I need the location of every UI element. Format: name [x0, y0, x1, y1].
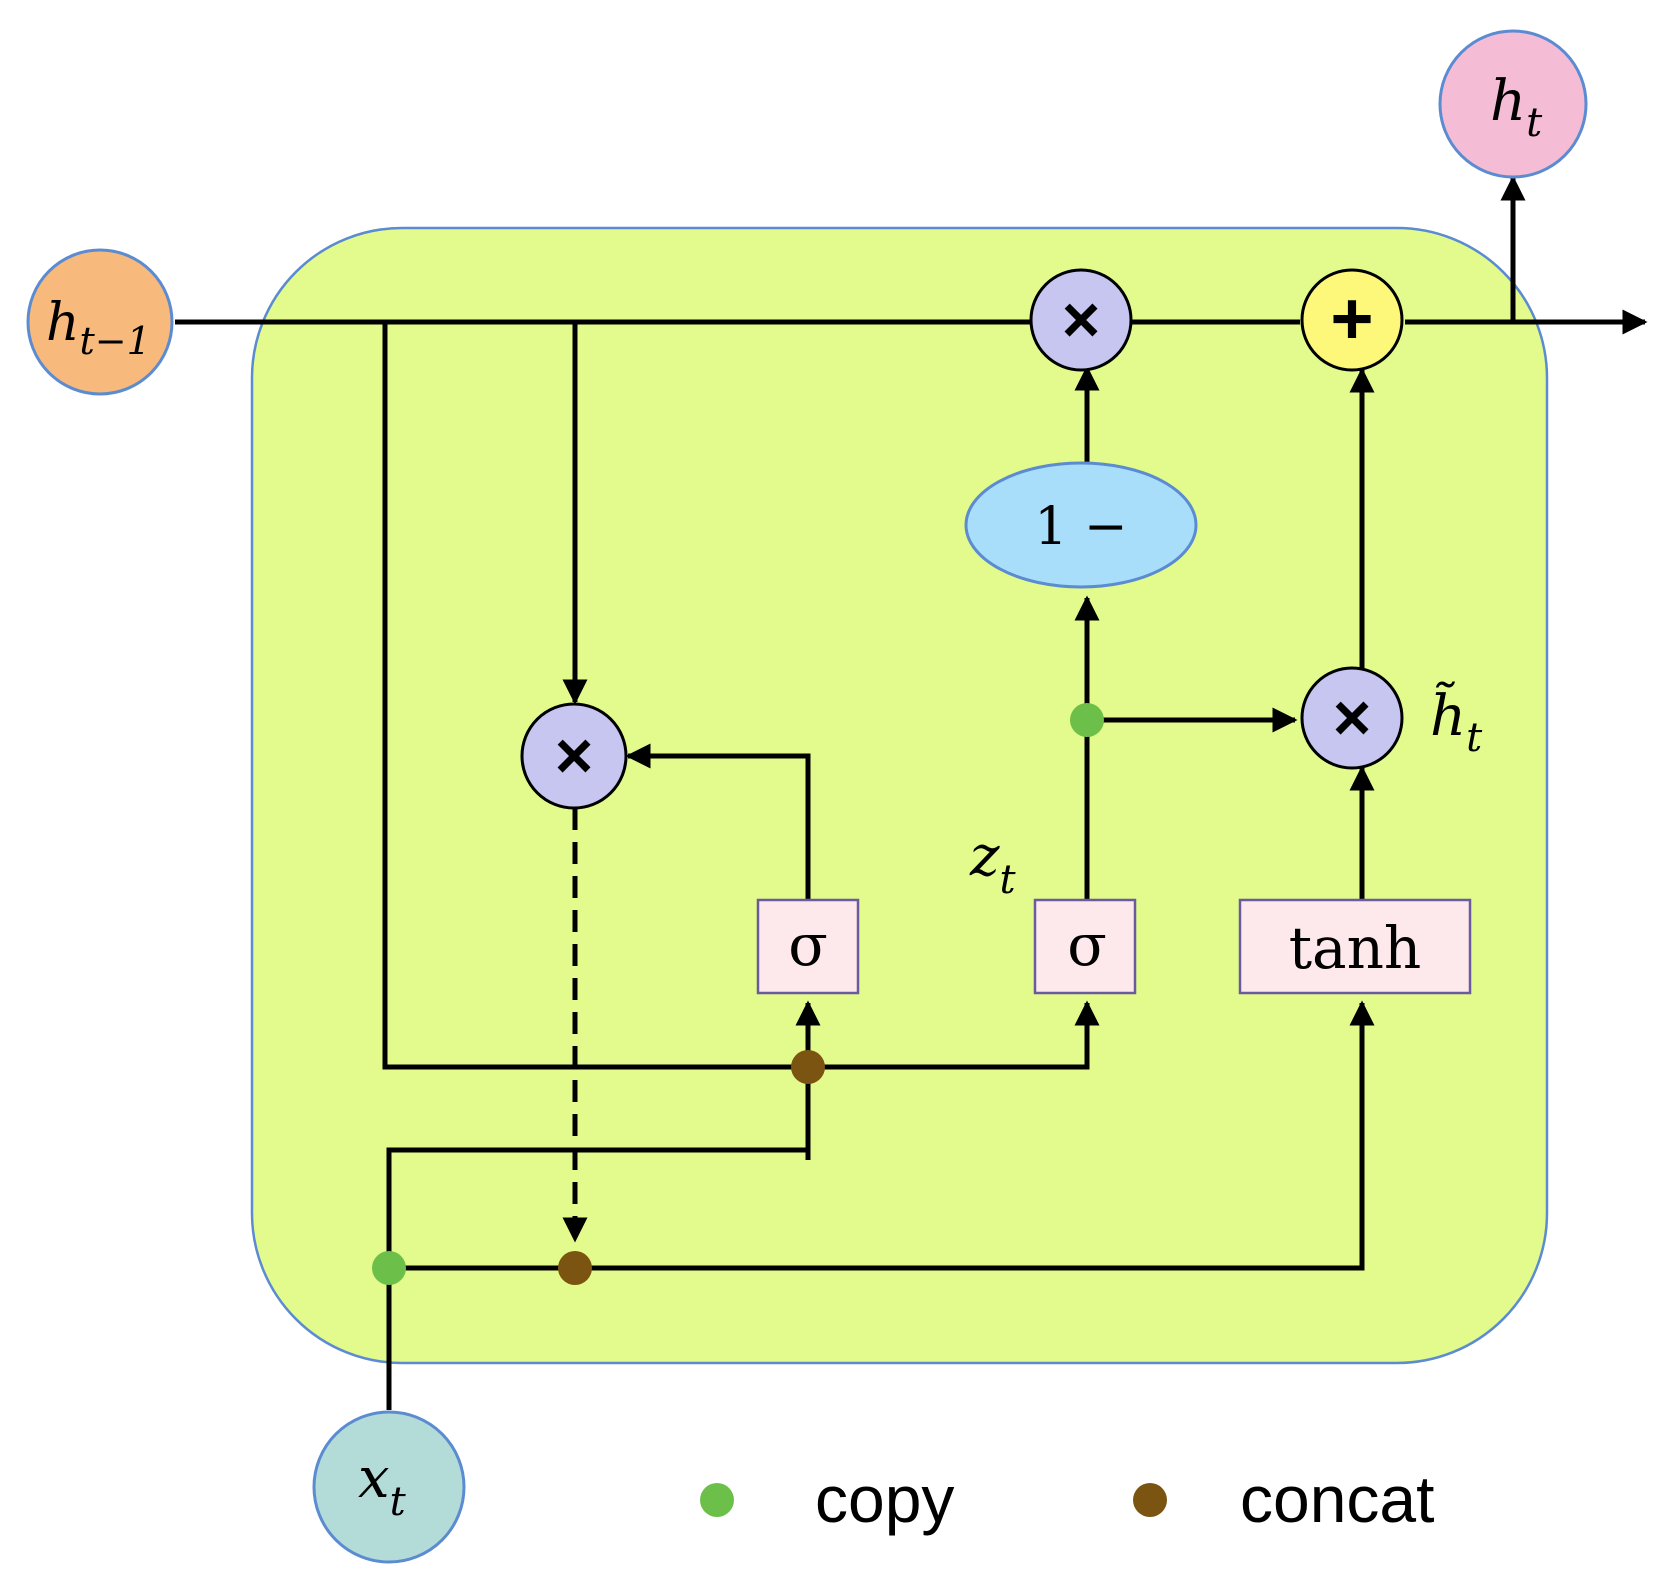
- h-out-base: h: [1490, 69, 1526, 134]
- candidate-mult-symbol: ×: [1333, 680, 1372, 754]
- h-out-sub: t: [1526, 100, 1543, 146]
- z-base: z: [969, 824, 1000, 889]
- h-prev-base: h: [46, 293, 80, 353]
- h-tilde-base: h̃: [1430, 681, 1466, 749]
- legend-concat-dot: [1133, 1483, 1167, 1517]
- add-symbol: +: [1330, 277, 1373, 360]
- h-tilde-label: h̃t: [1430, 681, 1483, 761]
- copy-dot-update: [1070, 703, 1104, 737]
- reset-gate-box: σ: [756, 898, 860, 995]
- legend: copy concat: [700, 1462, 1434, 1536]
- hprev-to-gates-wire: [382, 322, 1100, 1070]
- reset-gate-to-mult: [625, 743, 811, 900]
- svg-text:ht−1: ht−1: [46, 293, 151, 363]
- legend-concat-label: concat: [1240, 1462, 1434, 1536]
- svg-text:ht: ht: [1490, 69, 1543, 146]
- input-x-node: xt: [312, 1410, 466, 1564]
- legend-copy-dot: [700, 1483, 734, 1517]
- reset-mult-symbol: ×: [555, 718, 594, 792]
- concat-dot-candidate: [558, 1251, 592, 1285]
- h-prev-sub: t−1: [80, 319, 151, 363]
- concat-dot-gates: [791, 1050, 825, 1084]
- update-gate-box: σ: [1033, 898, 1137, 995]
- z-label: zt: [969, 824, 1017, 903]
- one-minus-label: 1 −: [1034, 497, 1127, 557]
- x-to-tanh-wire: [389, 1000, 1375, 1271]
- svg-text:xt: xt: [358, 1446, 407, 1525]
- add-operator: +: [1300, 268, 1404, 372]
- x-sub: t: [390, 1479, 407, 1525]
- update-mult-operator: ×: [1029, 268, 1133, 372]
- legend-copy-label: copy: [815, 1462, 954, 1536]
- candidate-mult-operator: ×: [1300, 666, 1404, 770]
- reset-gate-label: σ: [788, 911, 828, 979]
- z-sub: t: [1000, 857, 1017, 903]
- update-gate-label: σ: [1067, 911, 1107, 979]
- h-tilde-sub: t: [1466, 715, 1483, 761]
- tanh-gate-label: tanh: [1289, 914, 1422, 982]
- input-h-prev-node: ht−1: [26, 248, 174, 396]
- cell-background: [250, 226, 1549, 1365]
- update-mult-symbol: ×: [1062, 282, 1101, 356]
- reset-mult-operator: ×: [520, 702, 628, 810]
- x-base: x: [358, 1446, 390, 1511]
- tanh-gate-box: tanh: [1238, 898, 1472, 995]
- one-minus-node: 1 −: [964, 461, 1198, 589]
- copy-dot-input: [372, 1251, 406, 1285]
- output-h-node: ht: [1438, 29, 1588, 179]
